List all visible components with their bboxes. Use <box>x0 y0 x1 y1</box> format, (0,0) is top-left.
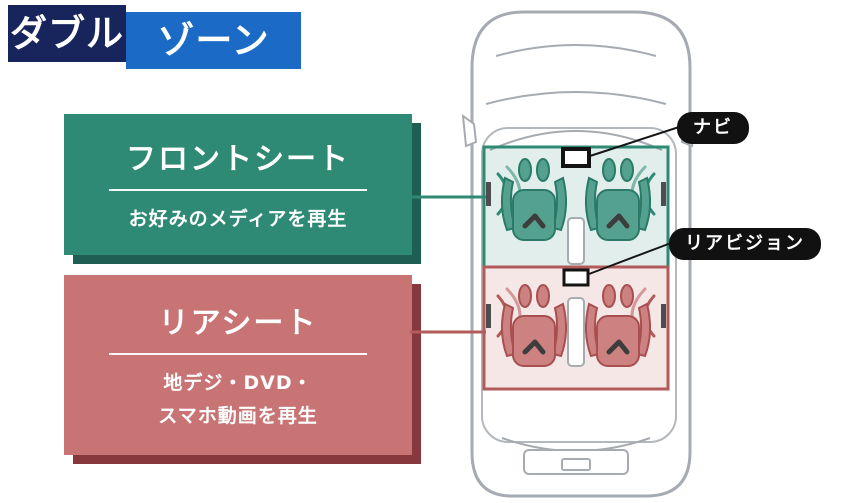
front-center-console <box>567 217 585 265</box>
navi-callout-badge: ナビ <box>677 112 749 144</box>
front-seat-card: フロントシート お好みのメディアを再生 <box>64 114 412 255</box>
title-badge-dark: ダブル <box>8 5 126 62</box>
title-badge-blue: ゾーン <box>126 12 301 69</box>
rear-seat-card-title: リアシート <box>158 306 318 342</box>
car-grille-line <box>495 44 657 57</box>
title-text-zone: ゾーン <box>157 19 270 62</box>
rear-seat-card-subtitle-line1: 地デジ・DVD・ <box>163 372 313 395</box>
rear-center-console <box>567 297 585 367</box>
divider <box>109 188 367 191</box>
front-right-speaker-icon <box>661 182 666 206</box>
front-seat-card-title: フロントシート <box>126 141 350 177</box>
rear-vision-unit-icon <box>562 268 590 287</box>
divider <box>109 353 367 356</box>
rear-seat-card: リアシート 地デジ・DVD・ スマホ動画を再生 <box>64 275 412 455</box>
rear-right-speaker-icon <box>661 304 666 328</box>
navi-unit-icon <box>561 147 591 168</box>
front-left-speaker-icon <box>486 182 491 206</box>
left-mirror-icon <box>462 114 478 148</box>
front-seat-card-subtitle: お好みのメディアを再生 <box>128 207 348 230</box>
car-trunk-handle <box>561 458 591 471</box>
rear-seat-card-subtitle-line2: スマホ動画を再生 <box>158 404 318 427</box>
rear-left-speaker-icon <box>486 304 491 328</box>
rear-vision-callout-badge: リアビジョン <box>669 228 821 260</box>
title-text-double: ダブル <box>10 12 124 55</box>
car-top-view-illustration <box>462 10 696 498</box>
car-hood-line <box>485 91 667 105</box>
